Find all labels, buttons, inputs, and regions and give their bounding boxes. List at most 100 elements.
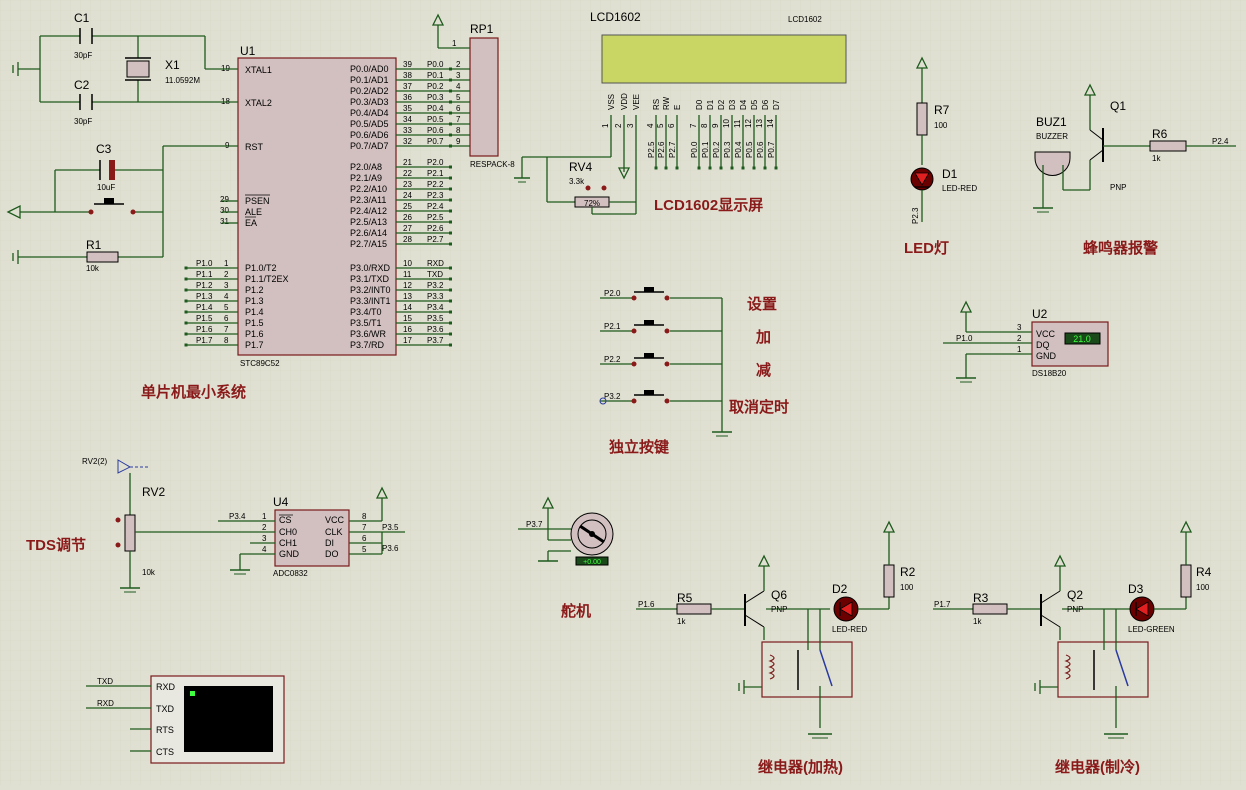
lcd-pin-label: D4	[739, 99, 748, 110]
r1-ref: R1	[86, 238, 102, 252]
servo[interactable]: +0.00 P3.7	[518, 496, 614, 566]
d2-value: LED-RED	[832, 625, 867, 634]
rp1-pin-number: 9	[456, 137, 461, 146]
c2-ref: C2	[74, 78, 90, 92]
mcu-pin-number: 16	[403, 325, 412, 334]
rp1-pin-number: 4	[456, 82, 461, 91]
pin-xtal1-label: XTAL1	[245, 65, 272, 75]
term-txd: TXD	[156, 704, 175, 714]
d3-ref: D3	[1128, 582, 1144, 596]
u2-dq-label: DQ	[1036, 340, 1050, 350]
relay-cool[interactable]: P1.7 R3 1k Q2 PNP D3 LED-GREEN R4 100	[933, 520, 1212, 739]
caption-relay-cool: 继电器(制冷)	[1055, 758, 1140, 776]
lcd-pin-net: P2.7	[668, 141, 677, 158]
led-d1[interactable]: R7 100 D1 LED-RED P2.3	[910, 56, 977, 224]
key-label: 设置	[747, 296, 777, 313]
lcd-pin-label: VDD	[620, 93, 629, 110]
mcu-pin-number: 24	[403, 191, 412, 200]
mcu-pin-net: P3.2	[427, 281, 444, 290]
adc-u4[interactable]: U4 ADC0832 CS CH0 CH1 GND VCC CLK DI DO …	[218, 486, 405, 578]
q2-ref: Q2	[1067, 588, 1083, 602]
u4-clk: CLK	[325, 527, 343, 537]
mcu-pin-number: 21	[403, 158, 412, 167]
key-net: P2.1	[604, 322, 621, 331]
r7-value: 100	[934, 121, 948, 130]
mcu-pin-number: 26	[403, 213, 412, 222]
mcu-pin-number: 11	[403, 270, 412, 279]
rv2-value: 10k	[142, 568, 156, 577]
caption-mcu: 单片机最小系统	[141, 383, 246, 401]
lcd-pin-net: P0.3	[723, 141, 732, 158]
lcd-pin-number: 5	[656, 123, 665, 128]
lcd-pin-net: P0.0	[690, 141, 699, 158]
mcu-pin-number: 33	[403, 126, 412, 135]
mcu-pin-net: P1.2	[196, 281, 213, 290]
pot-rv2[interactable]: RV2(2) RV2 10k	[82, 457, 250, 593]
r6-ref: R6	[1152, 127, 1168, 141]
rp1-pin-number: 2	[456, 60, 461, 69]
mcu-pin-number: 36	[403, 93, 412, 102]
pin-num: 6	[362, 534, 367, 543]
mcu-pin-label: P2.2/A10	[350, 184, 387, 194]
sensor-reading: 21.0	[1073, 334, 1091, 344]
mcu-pin-net: P0.0	[427, 60, 444, 69]
u2-gnd-label: GND	[1036, 351, 1057, 361]
pot-rv4[interactable]: RV4 3.3k 72%	[514, 130, 637, 215]
caption-led: LED灯	[904, 240, 949, 257]
lcd1602[interactable]: LCD1602 LCD1602 VSS1VDD2VEE3RS4P2.5RW5P2…	[590, 10, 847, 170]
pin-num: 4	[262, 545, 267, 554]
pin-num: 29	[220, 195, 229, 204]
mcu-pin-number: 13	[403, 292, 412, 301]
reset-circuit[interactable]: C3 10uF R1 10k	[6, 142, 164, 273]
u4-gnd: GND	[279, 549, 300, 559]
mcu-pin-label: P3.6/WR	[350, 329, 387, 339]
sensor-u2[interactable]: 21.0 U2 DS18B20 VCC DQ GND P1.0 3 2 1	[943, 300, 1109, 383]
x1-ref: X1	[165, 58, 180, 72]
u4-ch0: CH0	[279, 527, 297, 537]
u2-part: DS18B20	[1032, 369, 1067, 378]
mcu-pin-number: 38	[403, 71, 412, 80]
mcu-pin-number: 39	[403, 60, 412, 69]
mcu-pin-net: P1.1	[196, 270, 213, 279]
mcu-pin-net: TXD	[427, 270, 443, 279]
x1-value: 11.0592M	[165, 76, 200, 85]
lcd-pin-label: D7	[772, 99, 781, 110]
buz1-ref: BUZ1	[1036, 115, 1067, 129]
mcu-pin-label: P0.4/AD4	[350, 108, 389, 118]
d1-value: LED-RED	[942, 184, 977, 193]
mcu-pin-net: P2.0	[427, 158, 444, 167]
rv4-ref: RV4	[569, 160, 592, 174]
u4-cs: CS	[279, 515, 292, 525]
buzzer-buz1[interactable]: BUZ1 BUZZER Q1 PNP R6 1k P2.4	[1033, 83, 1236, 213]
mcu-pin-net: P0.7	[427, 137, 444, 146]
lcd-pin-net: P2.6	[657, 141, 666, 158]
mcu-pin-number: 15	[403, 314, 412, 323]
r6-value: 1k	[1152, 154, 1161, 163]
mcu-u1[interactable]: U1 STC89C52 XTAL1 XTAL2 RST PSEN ALE EA …	[163, 44, 470, 368]
mcu-pin-number: 12	[403, 281, 412, 290]
key-net: P2.2	[604, 355, 621, 364]
crystal-circuit[interactable]: C1 30pF C2 30pF X1 11.0592M	[12, 11, 206, 126]
relay-heat[interactable]: P1.6 R5 1k Q6 PNP D2 LED-RED R2 100	[636, 520, 916, 739]
mcu-pin-net: P0.2	[427, 82, 444, 91]
u4-net-do: P3.6	[382, 544, 399, 553]
respack-rp1[interactable]: RP1 RESPACK-8 1	[431, 13, 515, 169]
mcu-pin-net: P0.6	[427, 126, 444, 135]
mcu-pin-label: P2.7/A15	[350, 239, 387, 249]
lcd-pin-number: 12	[744, 119, 753, 128]
mcu-pin-net: P1.4	[196, 303, 213, 312]
rp1-part: RESPACK-8	[470, 160, 515, 169]
rp1-pin-number: 6	[456, 104, 461, 113]
caption-lcd: LCD1602显示屏	[654, 197, 763, 214]
lcd-pin-net: P0.5	[745, 141, 754, 158]
key-net: P2.0	[604, 289, 621, 298]
rp1-pin-number: 8	[456, 126, 461, 135]
mcu-pin-net: P1.0	[196, 259, 213, 268]
virtual-terminal[interactable]: RXD TXD RTS CTS TXD RXD	[86, 675, 285, 764]
mcu-pin-net: P3.3	[427, 292, 444, 301]
mcu-pin-number: 32	[403, 137, 412, 146]
pin-num: 3	[1017, 323, 1022, 332]
